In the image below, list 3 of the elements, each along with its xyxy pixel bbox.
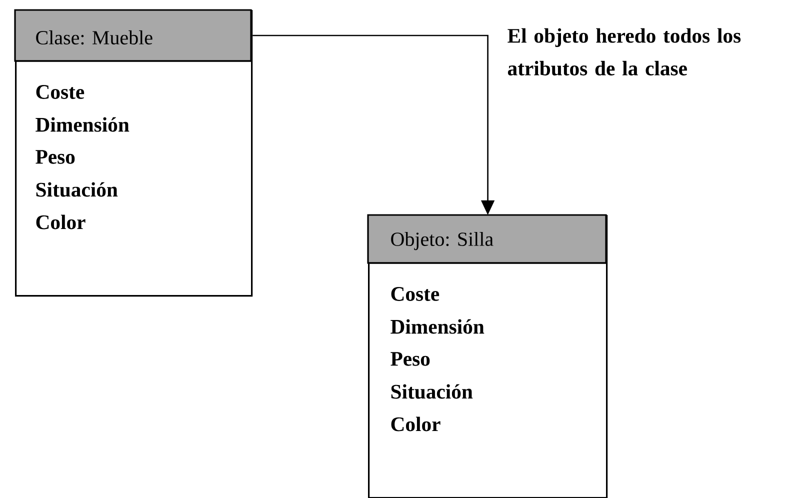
note-text: El objeto heredo todos los atributos de la clase	[508, 28, 741, 76]
class-box: Objeto: Silla Coste Dimensión Peso Situación Color	[367, 214, 608, 498]
class-box: Clase: Mueble Coste Dimensión Peso Situación Color	[14, 9, 253, 297]
